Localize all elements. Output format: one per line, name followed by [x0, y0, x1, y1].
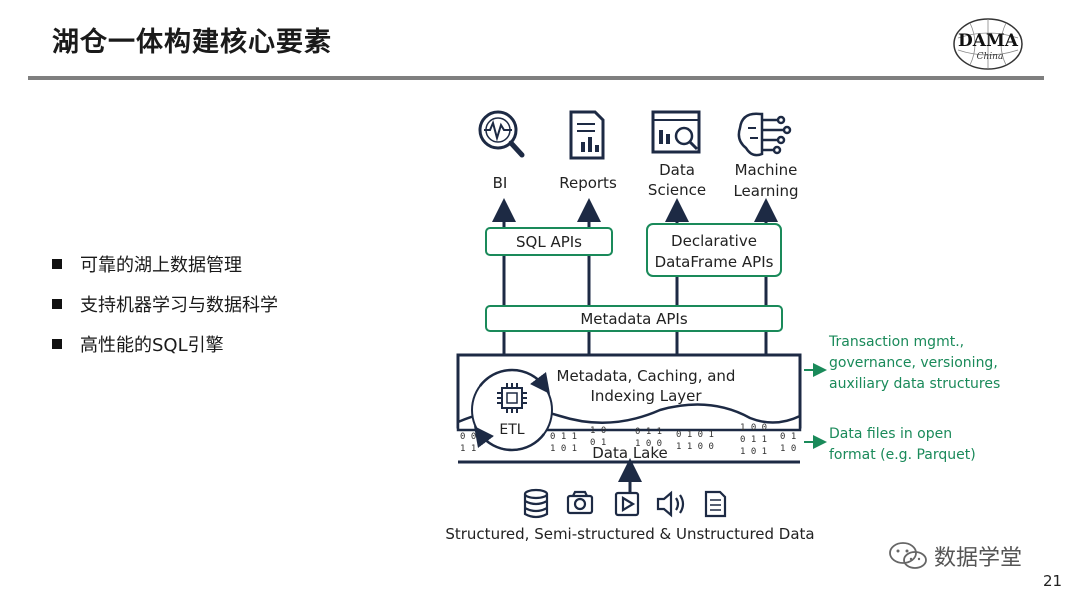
metadata-note-line1: Transaction mgmt.,	[828, 334, 964, 350]
data-lake-label: Data Lake	[592, 444, 668, 462]
sql-apis-box	[485, 227, 613, 256]
bullet-text: 高性能的SQL引擎	[80, 335, 224, 356]
audio-speaker-icon	[656, 490, 685, 518]
etl-cycle-arrow	[473, 426, 545, 452]
bullet-marker	[52, 299, 62, 309]
svg-text:1 1: 1 1	[460, 444, 476, 454]
consumer-label-machine: Machine	[735, 161, 798, 179]
files-note-line2: format (e.g. Parquet)	[829, 447, 976, 463]
chip-icon	[497, 383, 527, 413]
sources-caption: Structured, Semi-structured & Unstructur…	[445, 525, 814, 543]
bullet-item: 高性能的SQL引擎	[52, 324, 278, 364]
bullet-text: 支持机器学习与数据科学	[80, 295, 278, 316]
metadata-layer-label-1: Metadata, Caching, and	[557, 367, 736, 385]
consumer-label-reports: Reports	[559, 174, 617, 192]
bullet-list: 可靠的湖上数据管理 支持机器学习与数据科学 高性能的SQL引擎	[52, 244, 278, 364]
svg-text:1 0 1: 1 0 1	[550, 444, 577, 454]
brain-circuit-icon	[737, 112, 792, 157]
files-note-line1: Data files in open	[829, 426, 952, 442]
consumer-label-bi: BI	[493, 174, 508, 192]
svg-text:0 1: 0 1	[590, 438, 606, 448]
metadata-apis-label: Metadata APIs	[580, 310, 688, 328]
logo-subtext: China	[977, 52, 1004, 62]
lakehouse-architecture-diagram: BI Reports Data Science Machine Learning…	[440, 100, 1020, 560]
watermark: 数据学堂	[888, 540, 1022, 572]
dataframe-apis-label-2: DataFrame APIs	[655, 253, 774, 271]
bullet-item: 支持机器学习与数据科学	[52, 284, 278, 324]
consumer-label-data: Data	[659, 161, 695, 179]
video-play-icon	[614, 491, 640, 517]
logo-text: DAMA	[958, 31, 1019, 51]
page-title: 湖仓一体构建核心要素	[52, 27, 332, 58]
bullet-marker	[52, 259, 62, 269]
svg-text:0 1: 0 1	[780, 432, 796, 442]
page-number: 21	[1043, 572, 1063, 590]
consumer-label-science: Science	[648, 181, 706, 199]
svg-text:0 1 1: 0 1 1	[550, 432, 577, 442]
etl-label: ETL	[499, 422, 524, 438]
dama-logo: DAMA China	[953, 18, 1023, 70]
dataframe-apis-box	[646, 223, 782, 277]
metadata-note-line2: governance, versioning,	[829, 355, 998, 371]
svg-text:0 1 0 1: 0 1 0 1	[676, 430, 714, 440]
svg-text:1 0: 1 0	[780, 444, 796, 454]
etl-cycle-arrow	[479, 368, 551, 394]
sql-apis-label: SQL APIs	[516, 233, 582, 251]
title-divider	[28, 76, 1044, 80]
bullet-item: 可靠的湖上数据管理	[52, 244, 278, 284]
wechat-icon	[889, 542, 927, 569]
data-science-screen-icon	[651, 110, 701, 154]
metadata-apis-box	[485, 305, 783, 332]
svg-text:0 1 1: 0 1 1	[635, 427, 662, 437]
camera-icon	[566, 490, 594, 515]
bullet-text: 可靠的湖上数据管理	[80, 255, 242, 276]
svg-text:1 0 0: 1 0 0	[740, 423, 767, 433]
metadata-layer-label-2: Indexing Layer	[590, 387, 702, 405]
metadata-note-line3: auxiliary data structures	[829, 376, 1000, 392]
bi-magnifier-icon	[478, 110, 525, 158]
database-icon	[523, 488, 549, 519]
svg-text:1 0: 1 0	[590, 426, 606, 436]
text-document-icon	[704, 490, 727, 518]
svg-text:0 1 1: 0 1 1	[740, 435, 767, 445]
consumer-label-learning: Learning	[733, 182, 798, 200]
bullet-marker	[52, 339, 62, 349]
svg-text:1 0 0: 1 0 0	[635, 439, 662, 449]
dataframe-apis-label-1: Declarative	[671, 232, 757, 250]
svg-text:1 1 0 0: 1 1 0 0	[676, 442, 714, 452]
binary-stream: 0 0 1 1 0 1 1 1 0 1 1 0 0 1 0 1 1 1 0 0 0 1 …	[460, 423, 796, 457]
report-document-icon	[569, 110, 605, 160]
svg-text:1 0 1: 1 0 1	[740, 447, 767, 457]
watermark-text: 数据学堂	[934, 546, 1023, 571]
svg-text:0 0: 0 0	[460, 432, 476, 442]
